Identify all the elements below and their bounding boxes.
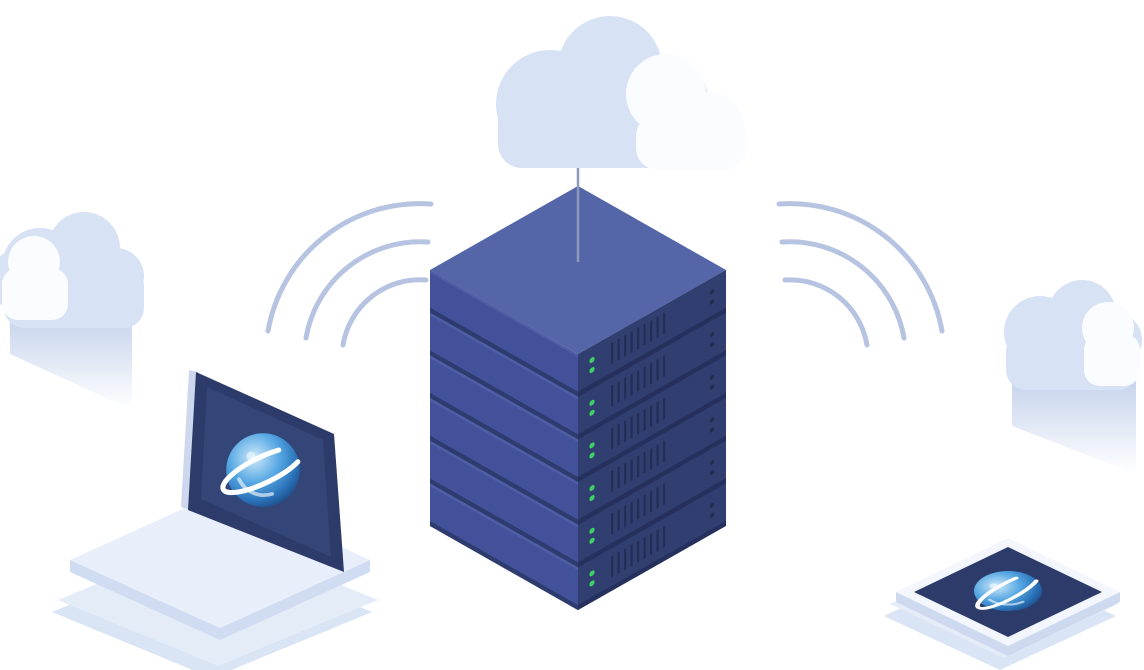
cloud-trail-left	[10, 316, 132, 410]
tablet-icon	[884, 538, 1120, 670]
tablet-body	[896, 538, 1120, 656]
server-right-face	[578, 269, 726, 610]
cloud-trail-right	[1012, 380, 1136, 474]
server-stack-icon	[430, 186, 726, 611]
server-top-face	[430, 186, 726, 354]
signal-arcs-right-icon	[776, 201, 945, 348]
laptop-icon	[52, 370, 378, 670]
cloud-right-icon	[1004, 280, 1142, 390]
laptop-screen	[181, 370, 344, 572]
cloud-top-icon	[496, 16, 746, 170]
server-left-face	[430, 270, 578, 611]
signal-arcs-left-icon	[265, 201, 434, 348]
cloud-left-icon	[0, 212, 144, 328]
